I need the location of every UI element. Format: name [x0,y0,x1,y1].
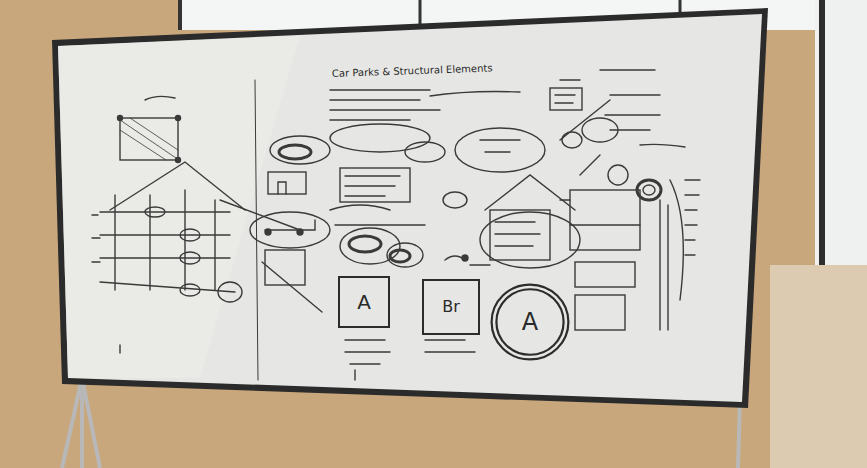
window-frame [178,0,182,30]
window [815,0,867,270]
circle-ring [492,285,569,360]
board-frame [52,8,768,408]
box-letter: Br [442,298,460,316]
sketch-box: A [338,276,390,328]
box-letter: A [522,309,538,335]
marker-sketches [92,70,700,380]
wall-lit [770,265,867,468]
sketch-box: Br [422,279,480,335]
circle-ring [496,289,563,355]
box-letter: A [357,291,371,313]
board-heading: Car Parks & Structural Elements [332,62,493,79]
window-frame [819,0,825,270]
board-glare [58,36,300,378]
sketch-circle: A [490,283,570,361]
board-surface [58,14,762,402]
